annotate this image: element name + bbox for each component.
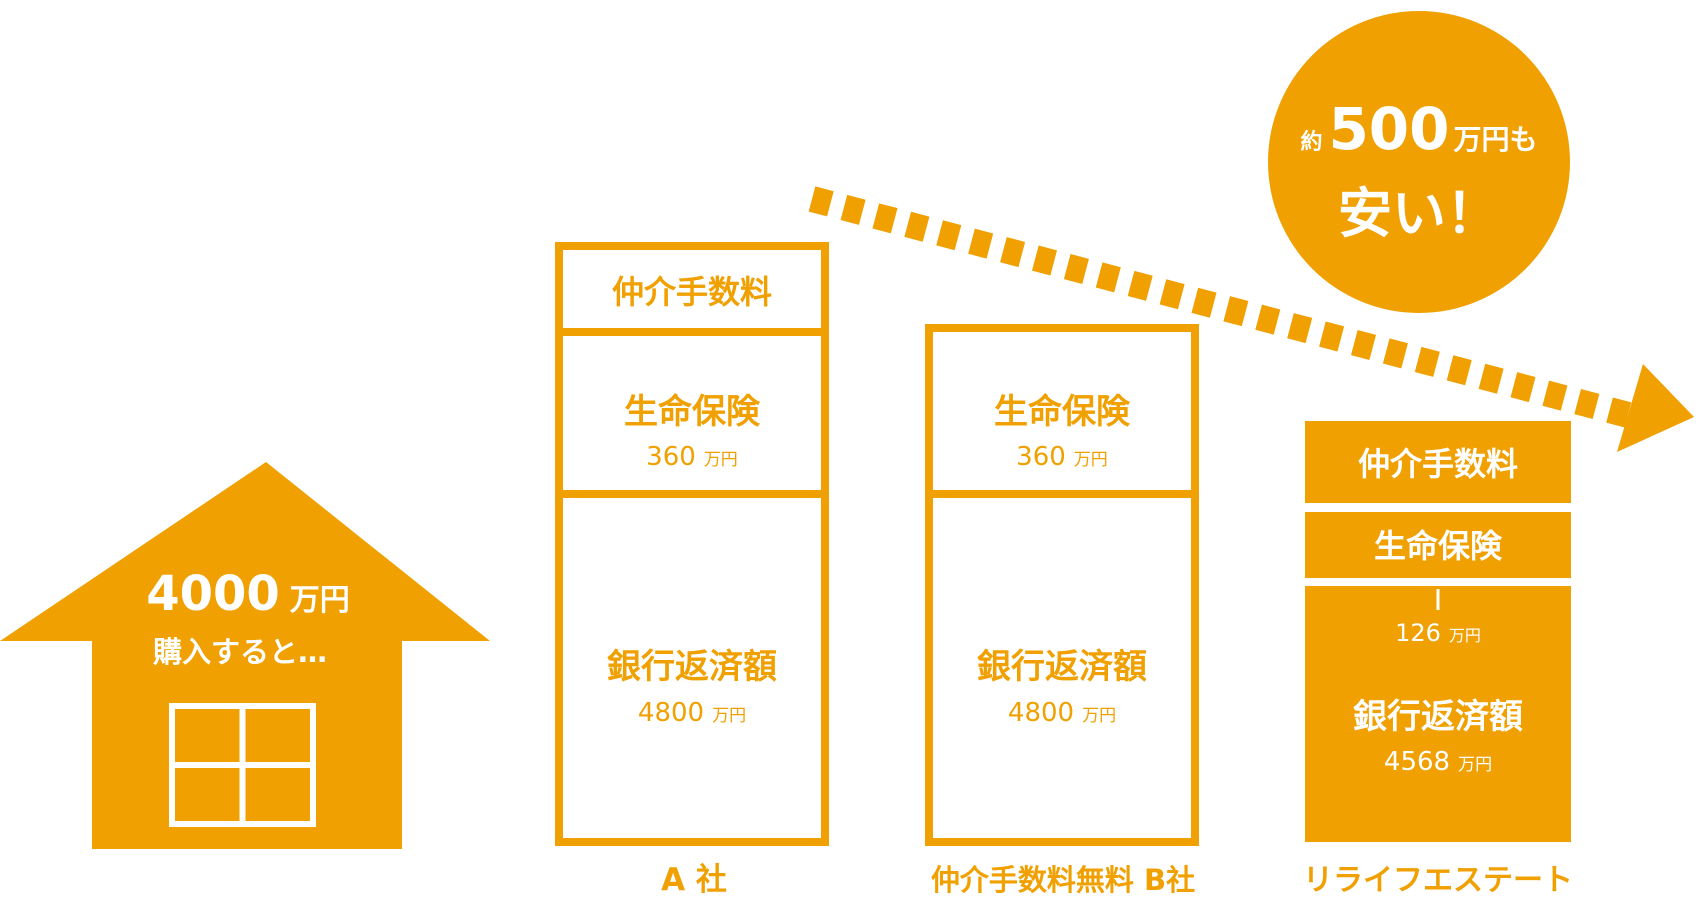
- company-b-frame: [925, 324, 1199, 846]
- relife-insurance-block: [1305, 512, 1571, 578]
- relife-loan-block: [1305, 586, 1571, 842]
- relife-fee-label: 仲介手数料: [1358, 445, 1518, 483]
- house-caption: 購入すると…: [153, 635, 327, 669]
- arrow-dashed-line: [808, 186, 1636, 429]
- company-b-name: 仲介手数料無料 B社: [931, 863, 1195, 897]
- relife-loan-label: 銀行返済額: [1353, 697, 1523, 737]
- savings-badge-circle: [1268, 11, 1570, 313]
- decrease-arrow: [808, 186, 1694, 452]
- relife-name: リライフエステート: [1303, 863, 1573, 898]
- savings-badge-cheaper: 安い！: [1338, 182, 1500, 245]
- company-a-loan-label: 銀行返済額: [607, 647, 777, 687]
- company-a-insurance-label: 生命保険: [624, 392, 761, 432]
- company-a-frame: [555, 242, 829, 846]
- company-a-name: A 社: [661, 862, 727, 898]
- company-a-fee-label: 仲介手数料: [612, 273, 772, 311]
- relife-fee-block: [1305, 421, 1571, 503]
- house-shape: [0, 462, 490, 849]
- relife-insurance-label: 生命保険: [1374, 527, 1503, 565]
- company-b-loan-label: 銀行返済額: [977, 647, 1147, 687]
- company-b-insurance-label: 生命保険: [994, 392, 1131, 432]
- arrow-head: [1617, 364, 1694, 452]
